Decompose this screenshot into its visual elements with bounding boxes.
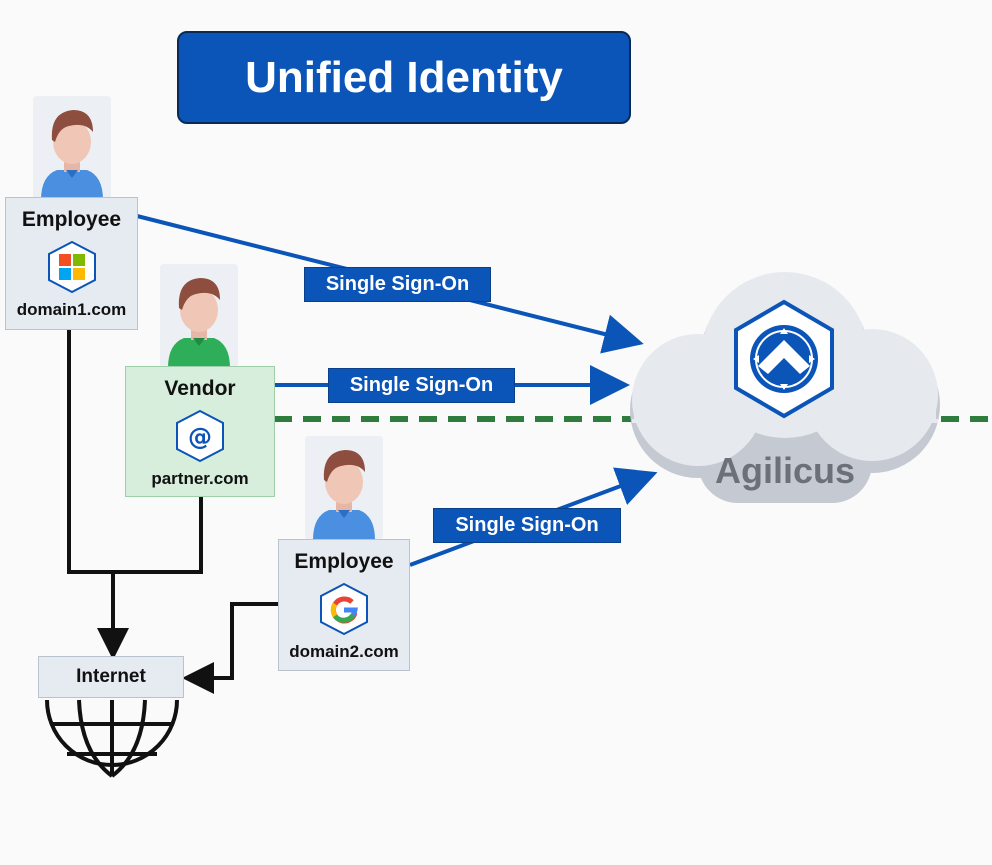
internet-line-employee-2 [182, 602, 278, 694]
microsoft-icon [6, 240, 137, 294]
employee-2-domain: domain2.com [289, 642, 399, 661]
vendor-domain: partner.com [151, 469, 249, 488]
avatar-employee-2 [305, 436, 383, 540]
page-title: Unified Identity [177, 31, 631, 124]
employee-1-domain: domain1.com [16, 300, 127, 319]
internet-box: Internet [38, 656, 184, 698]
agilicus-logo-icon [730, 298, 838, 425]
avatar-vendor [160, 264, 238, 368]
google-icon [279, 582, 409, 636]
internet-line-employee-1 [67, 330, 113, 574]
sso-label-vendor: Single Sign-On [328, 368, 515, 403]
employee-card-2: Employee domain2.com [278, 539, 410, 671]
sso-label-employee-1: Single Sign-On [304, 267, 491, 302]
vendor-card: Vendor @ partner.com [125, 366, 275, 497]
employee-2-label: Employee [294, 550, 394, 573]
sso-label-employee-2: Single Sign-On [433, 508, 621, 543]
email-at-icon: @ [126, 409, 274, 463]
employee-1-label: Employee [21, 208, 122, 231]
agilicus-label: Agilicus [714, 450, 856, 491]
employee-card-1: Employee domain1.com [5, 197, 138, 330]
vendor-label: Vendor [164, 377, 236, 400]
internet-line-vendor [97, 497, 203, 660]
globe-icon [45, 699, 179, 778]
svg-text:@: @ [188, 423, 212, 451]
avatar-employee-1 [33, 96, 111, 200]
